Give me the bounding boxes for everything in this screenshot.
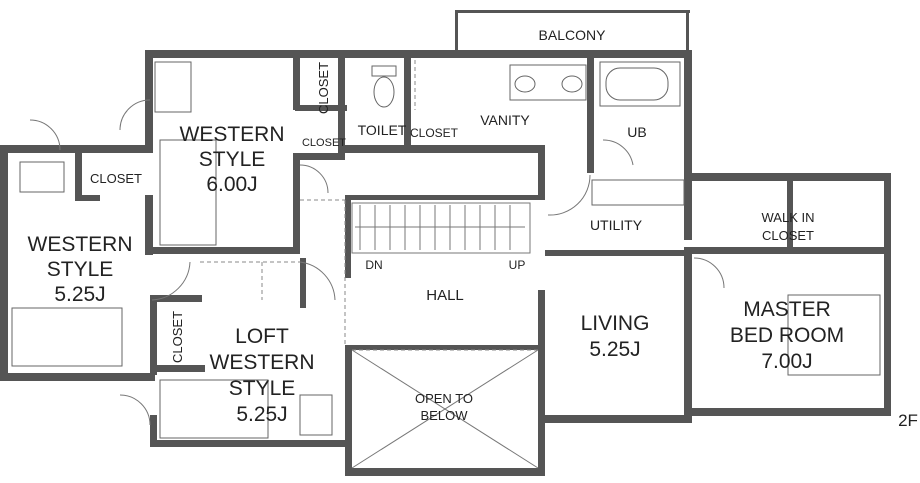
living-label-2: 5.25J xyxy=(589,338,640,361)
western525-label-1: WESTERN xyxy=(28,233,133,256)
master-label-1: MASTER xyxy=(743,298,831,321)
dn-label: DN xyxy=(365,258,382,272)
master-label-2: BED ROOM xyxy=(730,324,844,347)
up-label: UP xyxy=(509,258,526,272)
hall-label: HALL xyxy=(426,287,464,304)
living-label-1: LIVING xyxy=(581,312,650,335)
closet-mid-label: CLOSET xyxy=(410,126,459,140)
closet-loft-label: CLOSET xyxy=(170,311,185,363)
closet-small-label: CLOSET xyxy=(302,137,346,149)
closet-top-label: CLOSET xyxy=(316,62,331,114)
western6-label-3: 6.00J xyxy=(206,173,257,196)
open-to-below-label-2: BELOW xyxy=(421,408,469,423)
master-label-3: 7.00J xyxy=(761,350,812,373)
toilet-label: TOILET xyxy=(358,122,407,138)
western525-label-2: STYLE xyxy=(47,258,114,281)
ub-label: UB xyxy=(627,124,646,140)
balcony-label: BALCONY xyxy=(539,27,607,43)
fixtures xyxy=(11,60,881,469)
walls xyxy=(0,10,891,476)
stair-treads xyxy=(351,202,531,254)
western6-label-1: WESTERN xyxy=(180,123,285,146)
western525-label-3: 5.25J xyxy=(54,283,105,306)
loft-label-1: LOFT xyxy=(235,325,289,348)
room-labels: BALCONY TOILET VANITY UB UTILITY WALK IN… xyxy=(28,27,918,430)
loft-label-3: STYLE xyxy=(229,377,296,400)
open-to-below-label-1: OPEN TO xyxy=(415,391,473,406)
utility-label: UTILITY xyxy=(590,217,643,233)
closet-left-label: CLOSET xyxy=(90,171,142,186)
walk-in-closet-label-1: WALK IN xyxy=(762,210,815,225)
floor-level-label: 2F xyxy=(898,411,918,430)
walk-in-closet-label-2: CLOSET xyxy=(762,228,814,243)
loft-label-4: 5.25J xyxy=(236,403,287,426)
vanity-label: VANITY xyxy=(480,112,530,128)
western6-label-2: STYLE xyxy=(199,148,266,171)
loft-label-2: WESTERN xyxy=(210,351,315,374)
